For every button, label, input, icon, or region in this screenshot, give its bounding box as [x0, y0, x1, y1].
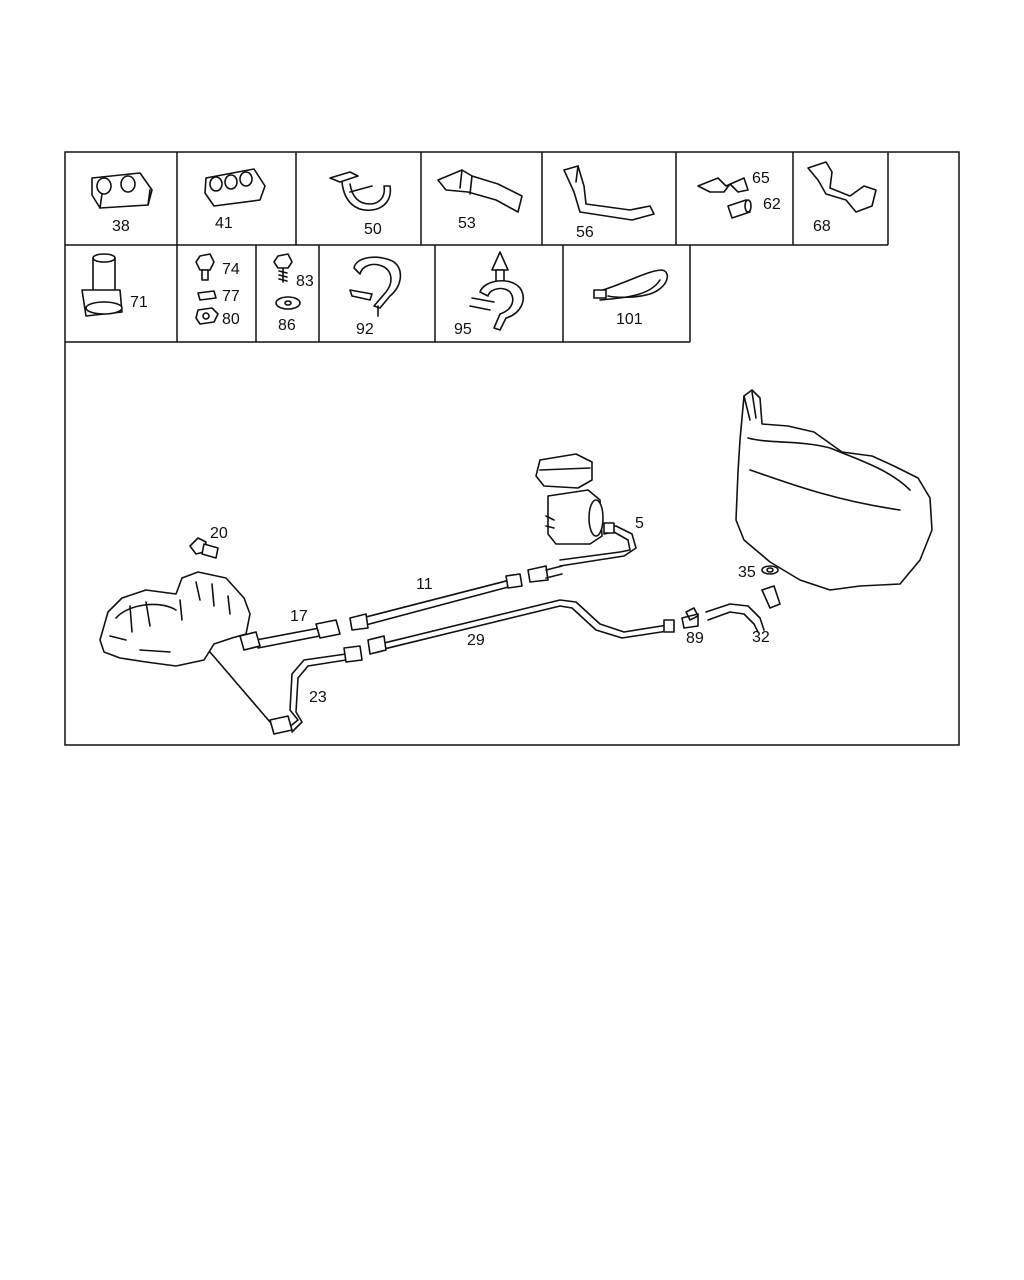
label-89: 89 [686, 630, 704, 647]
label-11: 11 [416, 576, 433, 593]
label-32: 32 [752, 629, 770, 646]
label-80: 80 [222, 311, 240, 328]
label-41: 41 [215, 215, 233, 232]
part-89-hose-clamp [681, 607, 699, 629]
part-65-clip [697, 177, 749, 193]
label-35: 35 [738, 564, 756, 581]
part-50-clamp [329, 171, 392, 211]
part-80-nut [195, 307, 219, 325]
part-68-bracket [807, 161, 877, 213]
part-71-mount [81, 253, 123, 317]
fuel-distributor [99, 571, 251, 667]
label-20: 20 [210, 525, 228, 542]
label-50: 50 [364, 221, 382, 238]
diagram-frame [64, 151, 960, 746]
label-53: 53 [458, 215, 476, 232]
label-62: 62 [763, 196, 781, 213]
fuel-tank [735, 389, 933, 591]
label-83: 83 [296, 273, 314, 290]
part-35-grommet [761, 565, 779, 575]
label-65: 65 [752, 170, 770, 187]
label-77: 77 [222, 288, 240, 305]
parts-grid [65, 152, 889, 343]
line-17 [239, 619, 341, 651]
part-74-bolt [195, 253, 215, 281]
part-41-triple-grommet [204, 168, 266, 207]
label-5: 5 [635, 515, 644, 532]
part-38-double-grommet [91, 172, 153, 209]
part-86-washer [275, 296, 301, 310]
fuel-filter [535, 453, 604, 545]
label-38: 38 [112, 218, 130, 235]
part-53-bracket [437, 169, 523, 213]
label-86: 86 [278, 317, 296, 334]
part-101-cable-tie [593, 269, 669, 301]
line-29 [367, 599, 675, 655]
line-11 [349, 565, 563, 631]
part-56-bracket [563, 165, 655, 221]
hose-32 [705, 585, 781, 633]
part-20-bolt [189, 537, 219, 559]
part-95-clamp-with-stud [469, 251, 524, 331]
line-23 [209, 645, 363, 735]
part-83-screw [273, 253, 293, 283]
label-17: 17 [290, 608, 308, 625]
part-labels: 38 41 50 53 56 65 62 68 71 74 77 80 83 8… [112, 170, 831, 706]
part-77-washer [197, 290, 217, 301]
line-5 [559, 522, 637, 567]
label-71: 71 [130, 294, 148, 311]
label-101: 101 [616, 311, 643, 328]
label-95: 95 [454, 321, 472, 338]
part-92-clamp [349, 256, 402, 317]
label-23: 23 [309, 689, 327, 706]
label-29: 29 [467, 632, 485, 649]
label-74: 74 [222, 261, 240, 278]
label-56: 56 [576, 224, 594, 241]
part-62-sleeve [727, 199, 752, 219]
label-68: 68 [813, 218, 831, 235]
label-92: 92 [356, 321, 374, 338]
